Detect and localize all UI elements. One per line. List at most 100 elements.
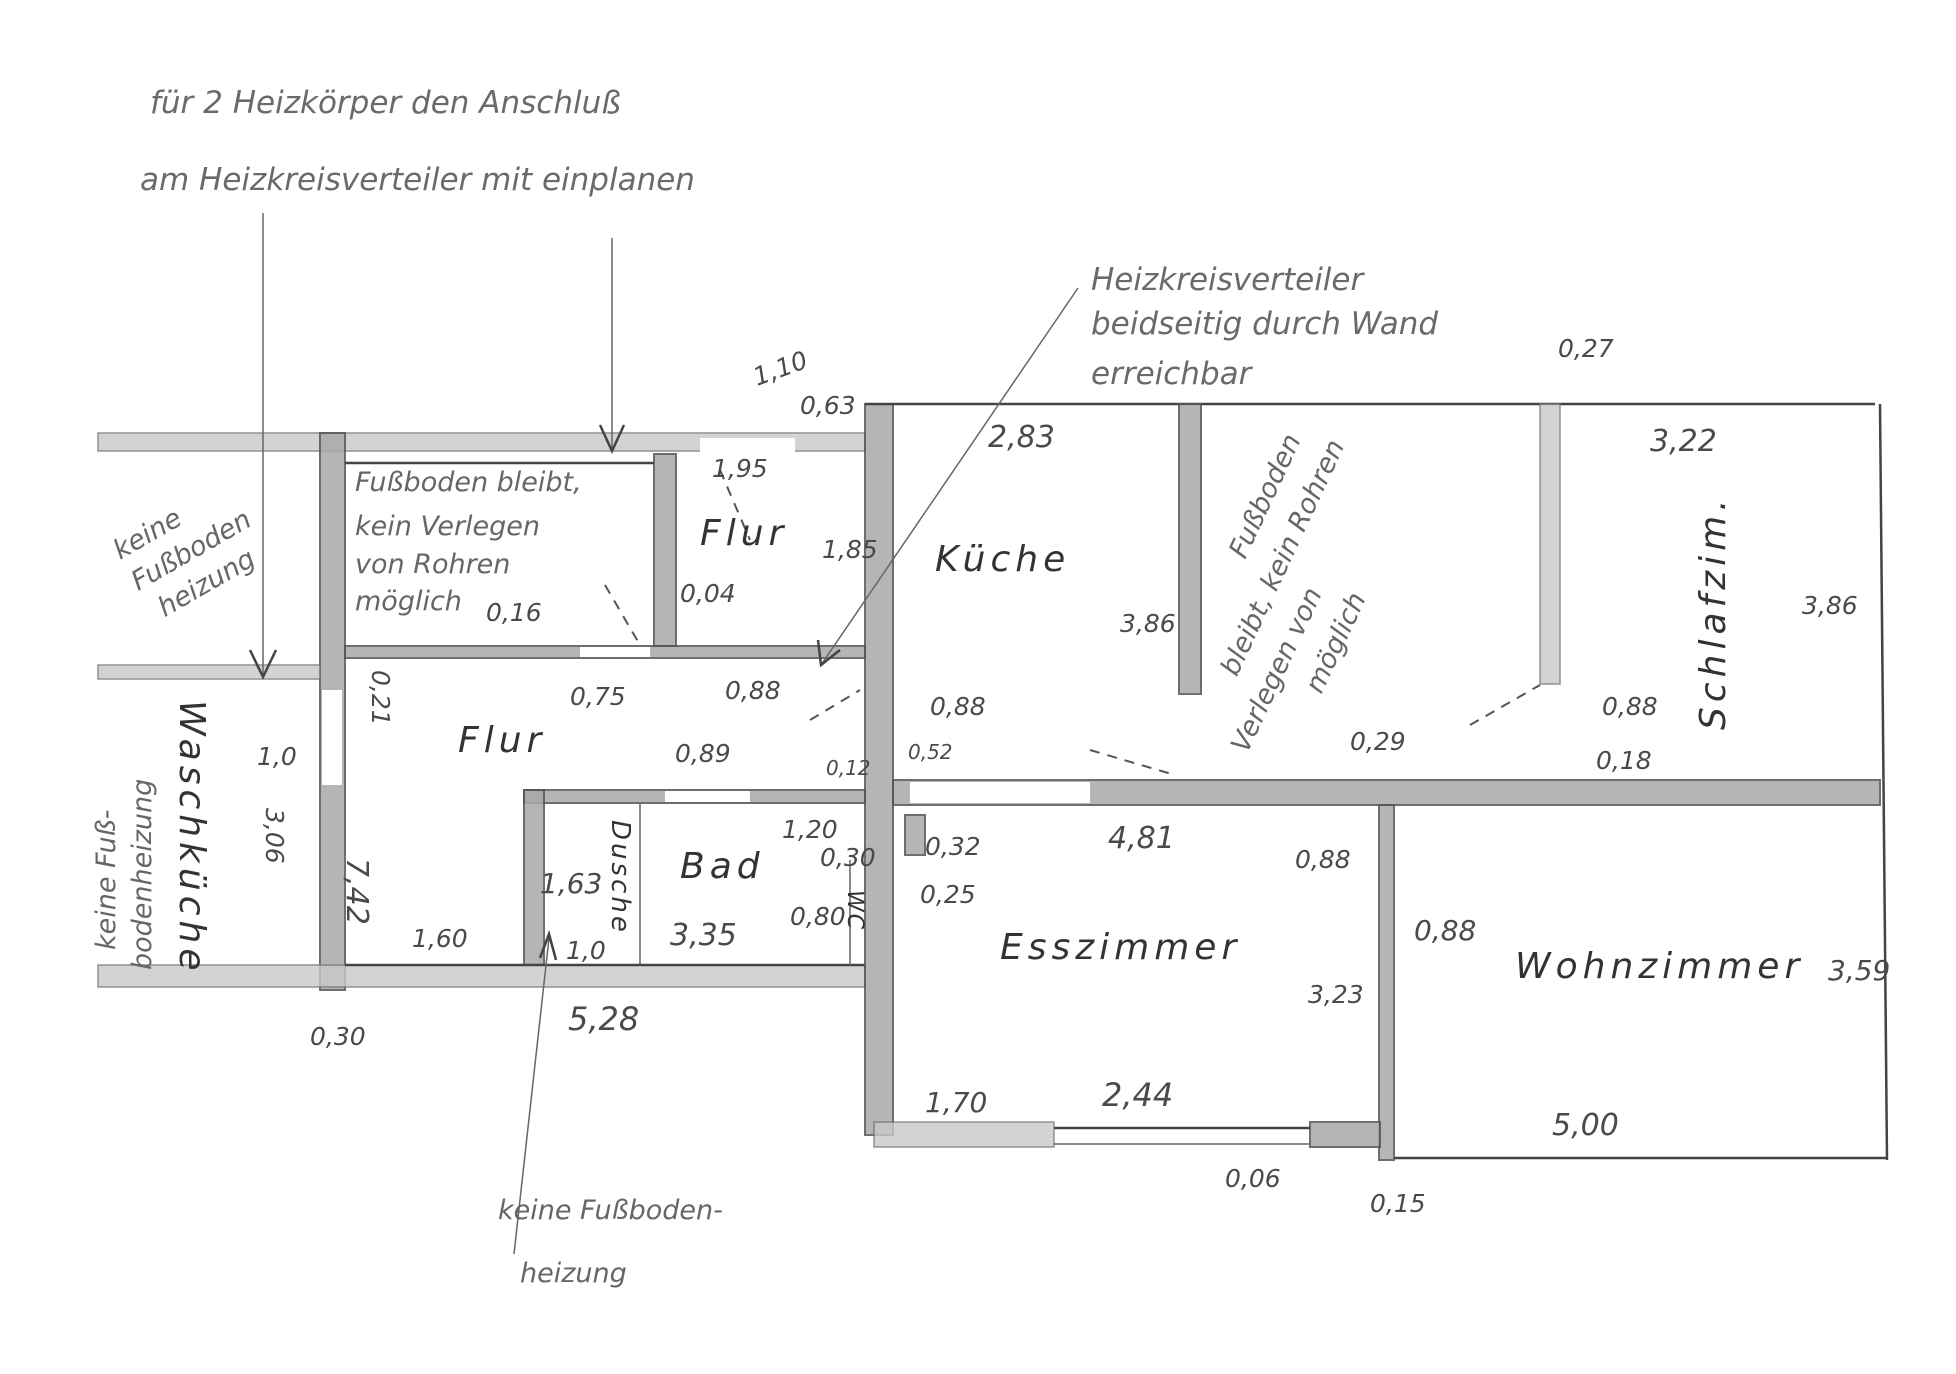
note-no-floor-heating-laundry: keine Fuß- bodenheizung <box>91 779 158 970</box>
note-no-floor-heating-bottom: keine Fußboden- heizung <box>498 1195 723 1289</box>
dimension-label: 0,12 <box>826 756 871 780</box>
wall <box>97 664 321 680</box>
door-swing <box>604 584 641 646</box>
note-line: Heizkreisverteiler <box>1091 262 1365 298</box>
dimension-label: 0,63 <box>800 391 856 420</box>
room-label-wohnzimmer: Wohnzimmer <box>1515 946 1804 987</box>
dimension-label: 0,88 <box>1602 692 1658 721</box>
note-line: am Heizkreisverteiler mit einplanen <box>140 162 695 198</box>
dimension-label: 0,89 <box>675 739 731 768</box>
note-line: Fußboden bleibt, <box>355 467 582 498</box>
room-labels: Flur Flur Waschküche Dusche Bad WC Küche… <box>171 494 1804 987</box>
door-swing <box>809 689 861 721</box>
door-gap <box>665 791 750 802</box>
note-no-floor-heating-top-left: keine Fußboden heizung <box>108 502 261 623</box>
arrow-head-icon <box>816 639 841 668</box>
dimension-label: 0,88 <box>1414 914 1476 947</box>
dimension-label: 0,88 <box>930 692 986 721</box>
door-gap <box>580 647 650 657</box>
dimension-labels: 1,10 0,63 1,95 1,85 0,16 0,04 0,75 0,88 … <box>257 334 1890 1218</box>
dimension-label: 1,10 <box>749 345 811 391</box>
note-line: für 2 Heizkörper den Anschluß <box>150 85 621 121</box>
dimension-label: 0,88 <box>1295 845 1351 874</box>
door-swing <box>1469 684 1541 726</box>
dimension-label: 0,18 <box>1596 746 1652 775</box>
window-gap <box>700 438 795 454</box>
note-line: möglich <box>355 586 462 617</box>
note-line: von Rohren <box>355 549 510 580</box>
room-label-dusche: Dusche <box>605 820 635 935</box>
dimension-label: 3,22 <box>1650 424 1717 459</box>
wall <box>864 403 894 1136</box>
dimension-label: 1,70 <box>925 1086 987 1119</box>
note-floor-stays-left: Fußboden bleibt, kein Verlegen von Rohre… <box>355 467 582 617</box>
note-heating-distributor: Heizkreisverteiler beidseitig durch Wand… <box>1091 262 1438 392</box>
dimension-label: 0,25 <box>920 880 976 909</box>
wall <box>873 1121 1055 1148</box>
note-line: beidseitig durch Wand <box>1091 306 1438 342</box>
dimension-label: 0,88 <box>725 676 781 705</box>
arrow-line <box>820 287 1079 666</box>
room-label-waschkueche: Waschküche <box>171 700 212 975</box>
note-line: keine Fuß- <box>91 810 122 950</box>
wall <box>653 453 677 647</box>
dimension-label: 0,80 <box>790 902 846 931</box>
dimension-label: 0,21 <box>366 670 395 726</box>
dimension-label: 2,83 <box>988 420 1055 455</box>
room-label-flur: Flur <box>458 720 546 761</box>
dimension-label: 0,15 <box>1370 1189 1426 1218</box>
right-block-walls <box>864 402 1889 1161</box>
dimension-label: 1,85 <box>822 535 878 564</box>
dimension-label: 5,00 <box>1552 1108 1619 1143</box>
note-radiator-connection: für 2 Heizkörper den Anschluß am Heizkre… <box>140 85 695 198</box>
dimension-label: 1,63 <box>540 867 602 900</box>
room-label-kueche: Küche <box>935 539 1070 580</box>
arrow-head-icon <box>598 424 626 454</box>
dimension-label: 0,52 <box>908 740 953 764</box>
wall <box>1178 403 1202 695</box>
dimension-label: 1,0 <box>566 936 606 965</box>
wall <box>1539 403 1561 685</box>
dimension-label: 7,42 <box>339 858 374 925</box>
dimension-label: 0,06 <box>1225 1164 1281 1193</box>
wall <box>1378 804 1395 1161</box>
door-swing <box>1089 749 1176 776</box>
annotation-arrows <box>248 213 1541 1255</box>
note-line: heizung <box>520 1258 627 1289</box>
dimension-label: 1,60 <box>412 924 468 953</box>
arrow-head-icon <box>248 649 278 680</box>
note-line: keine Fußboden- <box>498 1195 723 1226</box>
wall-line <box>1878 403 1889 1161</box>
dimension-label: 0,27 <box>1558 334 1614 363</box>
dimension-label: 0,29 <box>1350 727 1406 756</box>
dimension-label: 1,0 <box>257 742 297 771</box>
chimney <box>904 814 926 856</box>
dimension-label: 1,20 <box>782 815 838 844</box>
note-line: erreichbar <box>1091 356 1254 392</box>
dimension-label: 3,23 <box>1308 980 1364 1009</box>
door-swing <box>719 469 751 541</box>
dimension-label: 3,35 <box>670 918 737 953</box>
room-label-schlafzimmer: Schlafzim. <box>1693 494 1734 730</box>
dimension-label: 3,06 <box>260 808 289 864</box>
door-gap <box>910 782 1090 803</box>
dimension-label: 0,04 <box>680 579 736 608</box>
dimension-label: 1,95 <box>712 454 768 483</box>
dimension-label: 3,86 <box>1802 591 1858 620</box>
wall <box>97 964 866 988</box>
room-label-esszimmer: Esszimmer <box>1000 927 1241 968</box>
dimension-label: 0,16 <box>486 598 542 627</box>
wall <box>1309 1121 1381 1148</box>
dimension-label: 3,59 <box>1828 954 1890 987</box>
room-label-flur-upper: Flur <box>700 513 788 554</box>
dimension-label: 0,30 <box>310 1022 366 1051</box>
note-line: kein Verlegen <box>355 511 540 542</box>
room-label-bad: Bad <box>680 846 765 887</box>
door-gap <box>322 690 342 785</box>
dimension-label: 4,81 <box>1108 821 1175 856</box>
arrow-head-icon <box>538 929 558 961</box>
dimension-label: 0,30 <box>820 843 876 872</box>
note-line: bodenheizung <box>127 779 158 970</box>
dimension-label: 5,28 <box>568 1000 639 1038</box>
